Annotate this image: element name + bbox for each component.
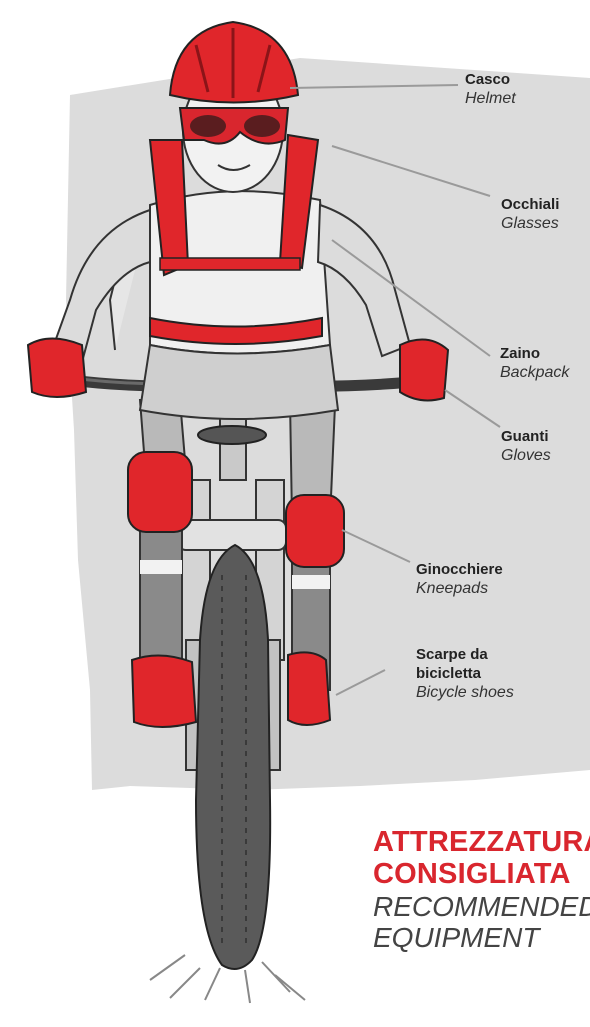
- label-gloves-en: Gloves: [501, 446, 551, 466]
- label-gloves-it: Guanti: [501, 427, 551, 446]
- label-backpack-it: Zaino: [500, 344, 569, 363]
- helmet-icon: [170, 22, 298, 103]
- equipment-heading: ATTREZZATURA CONSIGLIATA RECOMMENDED EQU…: [373, 826, 590, 954]
- label-helmet-it: Casco: [465, 70, 516, 89]
- heading-en-line2: EQUIPMENT: [373, 922, 590, 953]
- label-gloves: Guanti Gloves: [501, 427, 551, 467]
- label-kneepads: Ginocchiere Kneepads: [416, 560, 503, 600]
- label-shoes-en: Bicycle shoes: [416, 683, 514, 703]
- heading-en-line1: RECOMMENDED: [373, 891, 590, 922]
- heading-it-line1: ATTREZZATURA: [373, 826, 590, 858]
- heading-it-line2: CONSIGLIATA: [373, 858, 590, 890]
- label-glasses: Occhiali Glasses: [501, 195, 559, 235]
- label-helmet-en: Helmet: [465, 89, 516, 109]
- glasses-icon: [180, 108, 288, 144]
- label-shoes: Scarpe da bicicletta Bicycle shoes: [416, 645, 514, 704]
- label-kneepads-en: Kneepads: [416, 579, 503, 599]
- label-kneepads-it: Ginocchiere: [416, 560, 503, 579]
- front-wheel: [196, 545, 270, 969]
- label-shoes-it-line2: bicicletta: [416, 664, 514, 683]
- label-glasses-en: Glasses: [501, 214, 559, 234]
- label-backpack: Zaino Backpack: [500, 344, 569, 384]
- label-backpack-en: Backpack: [500, 363, 569, 383]
- label-shoes-it-line1: Scarpe da: [416, 645, 514, 664]
- label-helmet: Casco Helmet: [465, 70, 516, 110]
- label-glasses-it: Occhiali: [501, 195, 559, 214]
